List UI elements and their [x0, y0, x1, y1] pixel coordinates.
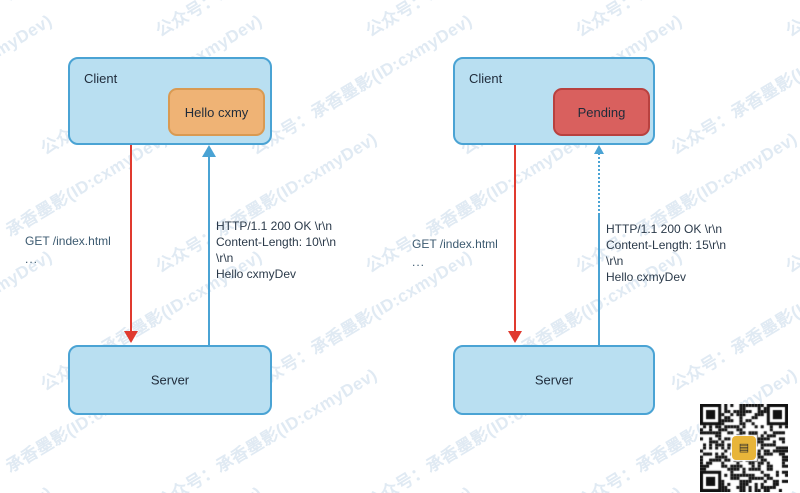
right-response-line3: \r\n: [606, 254, 624, 268]
right-server-label: Server: [534, 372, 574, 388]
watermark-text: 公众号：承香墨影(ID:cxmyDev): [667, 11, 800, 159]
watermark-text: 公众号：承香墨影(ID:cxmyDev): [782, 129, 800, 277]
left-client-state-chip: Hello cxmy: [168, 88, 265, 136]
watermark-text: 公众号：承香墨影(ID:cxmyDev): [570, 0, 800, 41]
right-response-line-solid: [598, 215, 600, 345]
qr-logo-glyph: ▤: [738, 441, 750, 454]
qr-center-logo: ▤: [732, 436, 756, 460]
watermark-text: 公众号：承香墨影(ID:cxmyDev): [247, 11, 476, 159]
watermark-text: 公众号：承香墨影(ID:cxmyDev): [780, 0, 800, 41]
left-client-label: Client: [84, 71, 118, 86]
left-request-arrowhead: [124, 331, 138, 343]
watermark-text: 公众号：承香墨影(ID:cxmyDev): [245, 479, 476, 493]
right-server-box: Server: [453, 345, 655, 415]
right-response-arrowhead: [594, 145, 604, 154]
right-response-line2: Content-Length: 15\r\n: [606, 238, 727, 252]
left-request-line: [130, 145, 132, 331]
wechat-qr-code: ▤: [700, 404, 788, 492]
right-request-ellipsis: ...: [412, 255, 426, 269]
right-response-line-dotted: [598, 153, 600, 215]
watermark-text: 公众号：承香墨影(ID:cxmyDev): [150, 0, 381, 41]
left-response-line2: Content-Length: 10\r\n: [216, 235, 337, 249]
left-response-line1: HTTP/1.1 200 OK \r\n: [216, 219, 333, 233]
left-response-line3: \r\n: [216, 251, 234, 265]
watermark-text: 公众号：承香墨影(ID:cxmyDev): [0, 479, 56, 493]
right-client-state-chip: Pending: [553, 88, 650, 136]
watermark-text: 公众号：承香墨影(ID:cxmyDev): [35, 479, 266, 493]
watermark-text: 公众号：承香墨影(ID:cxmyDev): [455, 479, 686, 493]
watermark-text: 公众号：承香墨影(ID:cxmyDev): [362, 129, 591, 277]
left-response-line4: Hello cxmyDev: [216, 267, 297, 281]
left-response-arrowhead: [202, 145, 216, 157]
watermark-text: 公众号：承香墨影(ID:cxmyDev): [360, 0, 591, 41]
right-request-arrowhead: [508, 331, 522, 343]
right-response-line4: Hello cxmyDev: [606, 270, 687, 284]
watermark-text: 公众号：承香墨影(ID:cxmyDev): [152, 129, 381, 277]
left-server-label: Server: [150, 372, 190, 388]
left-response-line: [208, 157, 210, 345]
right-request-line: [514, 145, 516, 331]
right-request-label: GET /index.html: [412, 237, 498, 251]
right-client-label: Client: [469, 71, 503, 86]
watermark-text: 公众号：承香墨影(ID:cxmyDev): [572, 129, 800, 277]
right-response-line1: HTTP/1.1 200 OK \r\n: [606, 222, 723, 236]
watermark-text: 公众号：承香墨影(ID:cxmyDev): [0, 11, 56, 159]
left-request-label: GET /index.html: [25, 234, 111, 248]
watermark-text: 公众号：承香墨影(ID:cxmyDev): [667, 247, 800, 395]
watermark-text: 公众号：承香墨影(ID:cxmyDev): [0, 0, 171, 41]
left-server-box: Server: [68, 345, 272, 415]
left-request-ellipsis: ...: [25, 252, 39, 266]
